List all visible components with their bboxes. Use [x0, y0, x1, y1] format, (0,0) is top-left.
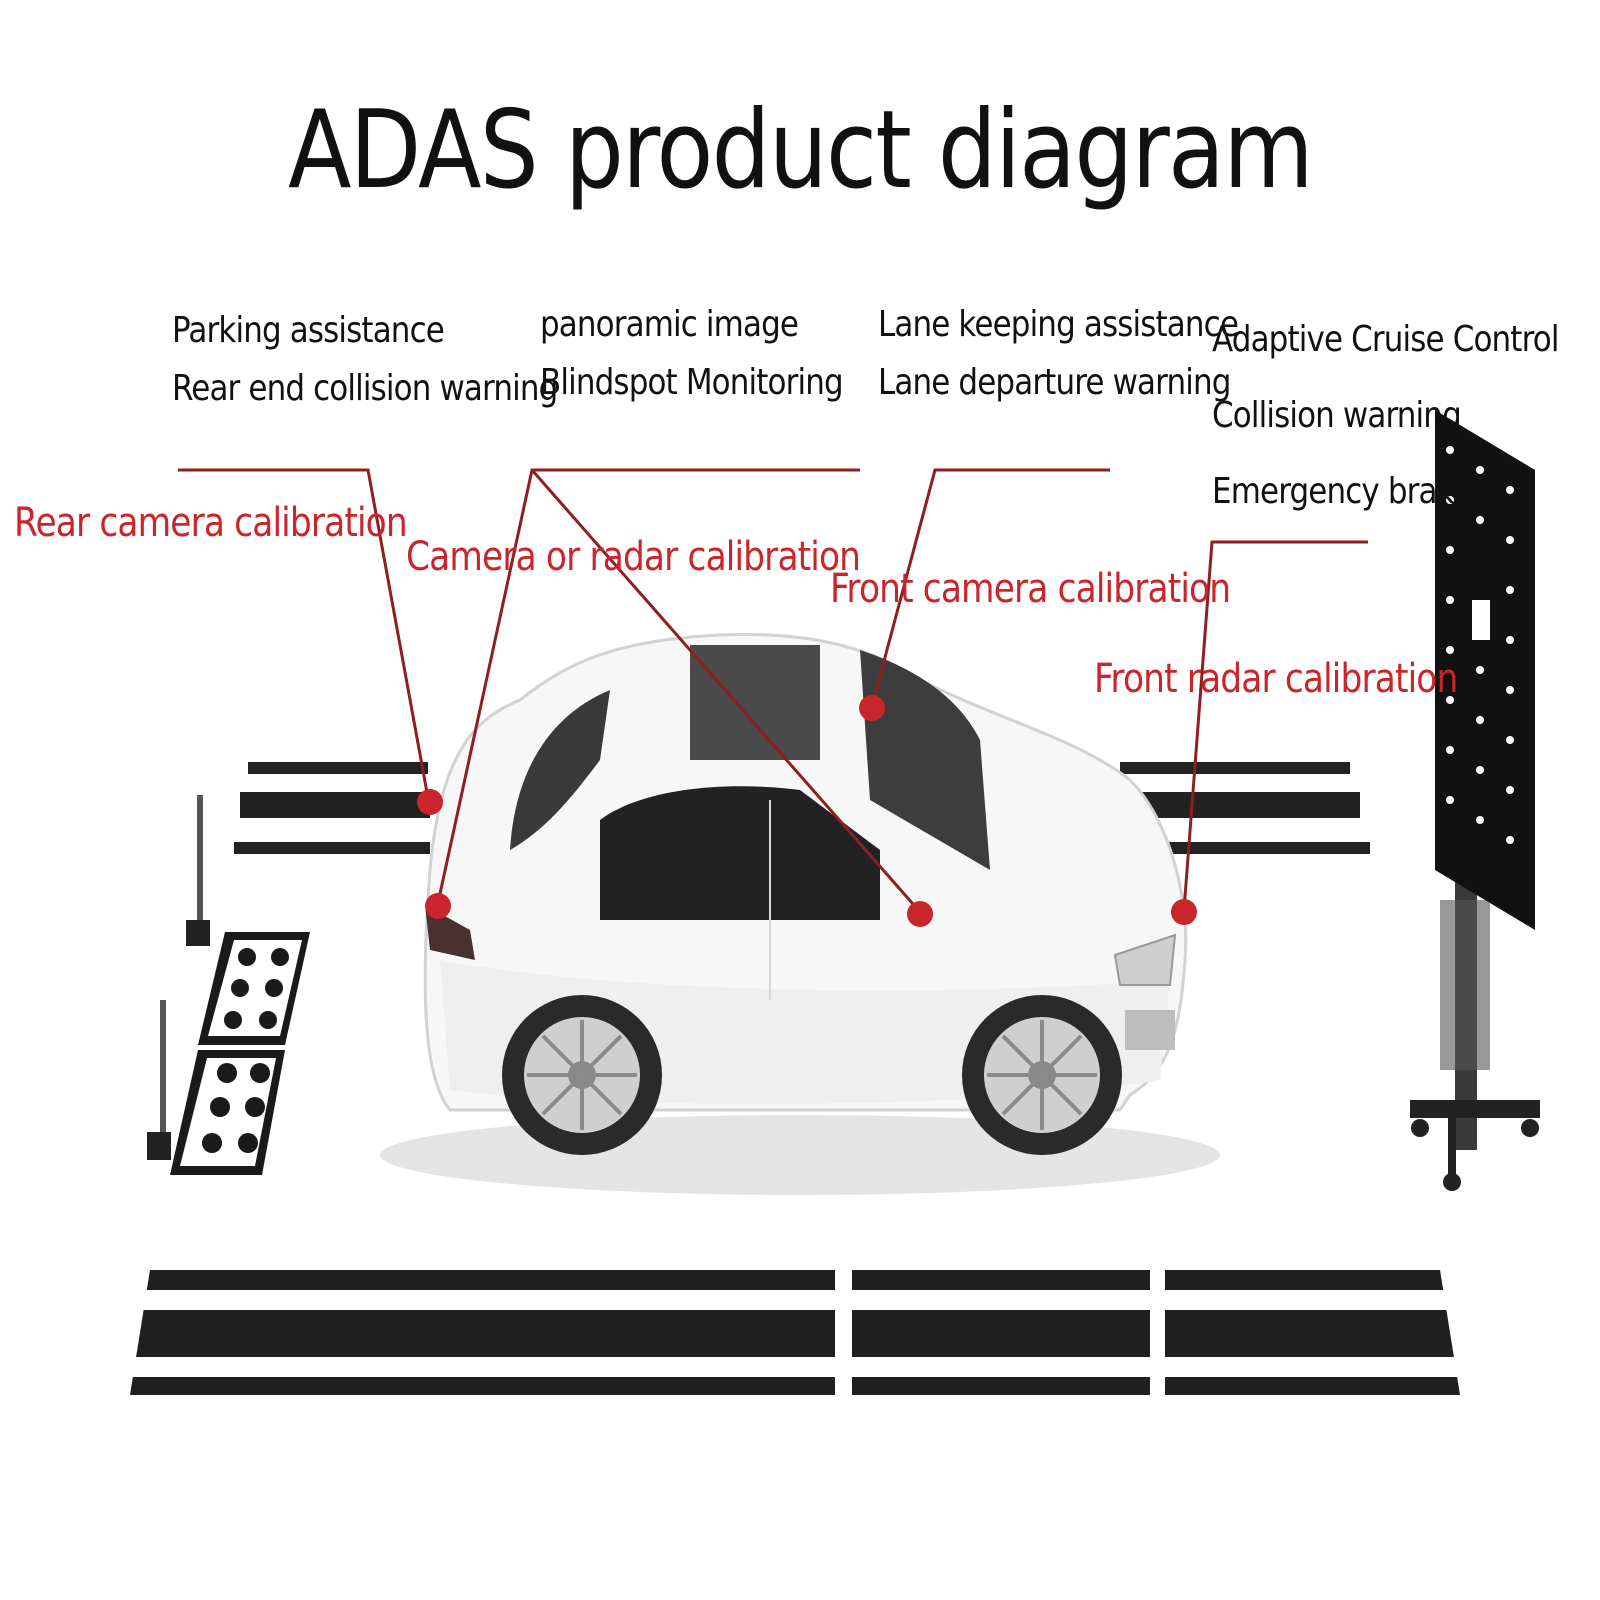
- callout-dot-rear-camera: [417, 789, 443, 815]
- callout-points: [417, 695, 1197, 927]
- callout-dot-side-mirror: [907, 901, 933, 927]
- feature-rear-collision-warning: Rear end collision warning: [172, 368, 558, 409]
- feature-group-lane: Lane keeping assistance Lane departure w…: [878, 296, 1239, 412]
- feature-lane-departure: Lane departure warning: [878, 362, 1231, 403]
- label-front-radar-calibration: Front radar calibration: [1094, 656, 1458, 702]
- floor-stripes-front: [130, 1270, 1460, 1395]
- front-wheel: [962, 995, 1122, 1155]
- feature-adaptive-cruise: Adaptive Cruise Control: [1212, 319, 1559, 360]
- callout-line-rear-camera: [178, 468, 430, 799]
- feature-collision-warning: Collision warning: [1212, 395, 1462, 436]
- feature-group-rear: Parking assistance Rear end collision wa…: [172, 302, 558, 418]
- callout-lines: [178, 468, 1368, 913]
- left-target-stands: [147, 795, 210, 1160]
- rear-wheel: [502, 995, 662, 1155]
- feature-group-front: Adaptive Cruise Control Collision warnin…: [1212, 302, 1559, 530]
- callout-line-camera-radar-b: [530, 469, 922, 913]
- feature-panoramic-image: panoramic image: [540, 304, 799, 345]
- feature-group-side: panoramic image Blindspot Monitoring: [540, 296, 844, 412]
- car: [423, 632, 1188, 1112]
- floor-stripes-back-right: [1120, 762, 1370, 854]
- callout-dot-front-camera: [859, 695, 885, 721]
- label-front-camera-calibration: Front camera calibration: [830, 566, 1231, 612]
- floor-stripes-back-left: [234, 762, 430, 854]
- callout-dot-rear-radar: [425, 893, 451, 919]
- calibration-target-board: [1410, 410, 1540, 1191]
- feature-blindspot-monitoring: Blindspot Monitoring: [540, 362, 844, 403]
- callout-line-front-camera: [870, 468, 1110, 707]
- label-rear-camera-calibration: Rear camera calibration: [14, 500, 408, 546]
- callout-dot-front-radar: [1171, 899, 1197, 925]
- feature-emergency-brake: Emergency brake: [1212, 471, 1472, 512]
- feature-lane-keeping: Lane keeping assistance: [878, 304, 1239, 345]
- feature-parking-assistance: Parking assistance: [172, 310, 445, 351]
- page-title: ADAS product diagram: [287, 88, 1314, 213]
- dot-target-mats: [170, 932, 310, 1175]
- label-camera-radar-calibration: Camera or radar calibration: [406, 534, 861, 580]
- callout-line-front-radar: [1182, 540, 1368, 911]
